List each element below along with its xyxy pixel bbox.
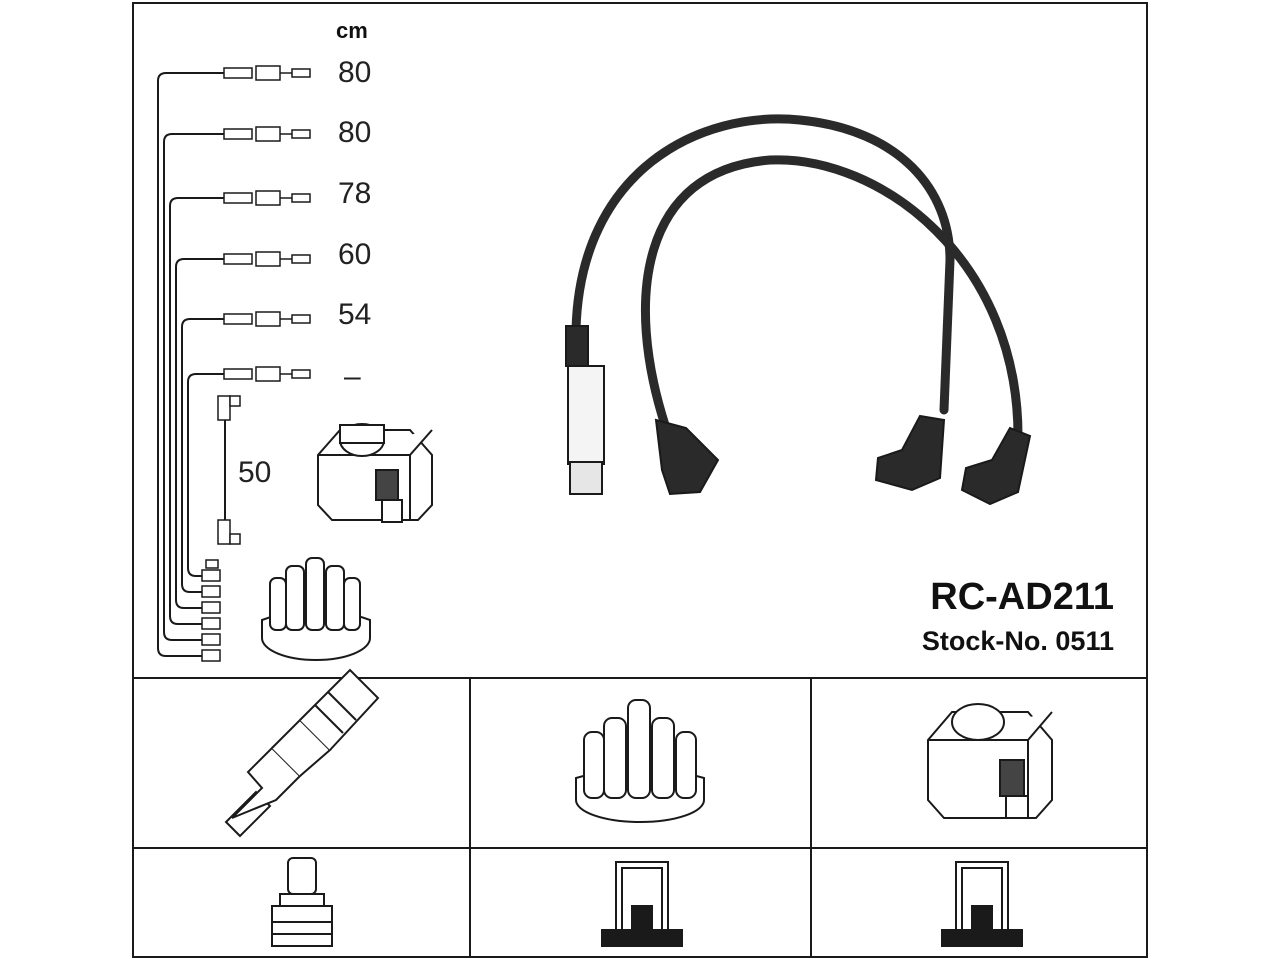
stock-number: Stock-No. 0511 xyxy=(921,626,1114,656)
lead-connector-3 xyxy=(223,190,311,206)
coil-lead-bottom-boot xyxy=(217,519,231,545)
coil-terminal-icon xyxy=(941,861,1023,947)
lead-length-5: 54 xyxy=(338,298,372,331)
plug-boot-angled-1 xyxy=(654,418,720,496)
plug-boot-angled-2 xyxy=(874,414,946,492)
spark-plug-icon xyxy=(224,668,380,838)
coil-lead-length: 50 xyxy=(238,456,272,489)
plug-boot-angled-3 xyxy=(960,426,1032,506)
lead-length-1: 80 xyxy=(338,56,372,89)
divider-vertical-right xyxy=(810,677,812,958)
cable-outer xyxy=(571,114,955,415)
lead-length-3: 78 xyxy=(338,177,372,210)
distributor-cap-icon-large xyxy=(575,699,705,823)
lead-connector-5 xyxy=(223,311,311,327)
ignition-cable-set xyxy=(571,114,1023,445)
divider-horizontal-bottom xyxy=(132,847,1148,849)
plug-boot-straight xyxy=(565,325,605,495)
unit-label: cm xyxy=(336,18,368,43)
divider-vertical-left xyxy=(469,677,471,958)
divider-horizontal-top xyxy=(132,677,1148,679)
coil-lead-top-boot xyxy=(217,395,231,421)
distributor-cap-icon xyxy=(261,557,371,661)
ignition-coil-icon xyxy=(317,423,433,523)
lead-connector-1 xyxy=(223,65,311,81)
lead-connector-2 xyxy=(223,126,311,142)
cable-inner-visible xyxy=(640,155,1023,445)
diagram-frame xyxy=(132,2,1148,958)
lead-length-4: 60 xyxy=(338,238,372,271)
lead-connector-4 xyxy=(223,251,311,267)
ignition-coil-icon-large xyxy=(927,703,1053,819)
lead-length-6: – xyxy=(344,360,361,393)
plug-terminal-icon xyxy=(271,857,333,947)
product-code: RC-AD211 xyxy=(930,576,1114,618)
cap-terminal-icon xyxy=(601,861,683,947)
lead-length-2: 80 xyxy=(338,116,372,149)
lead-schematic xyxy=(157,72,226,657)
lead-connectors xyxy=(201,65,311,662)
lead-connector-6 xyxy=(223,366,311,382)
